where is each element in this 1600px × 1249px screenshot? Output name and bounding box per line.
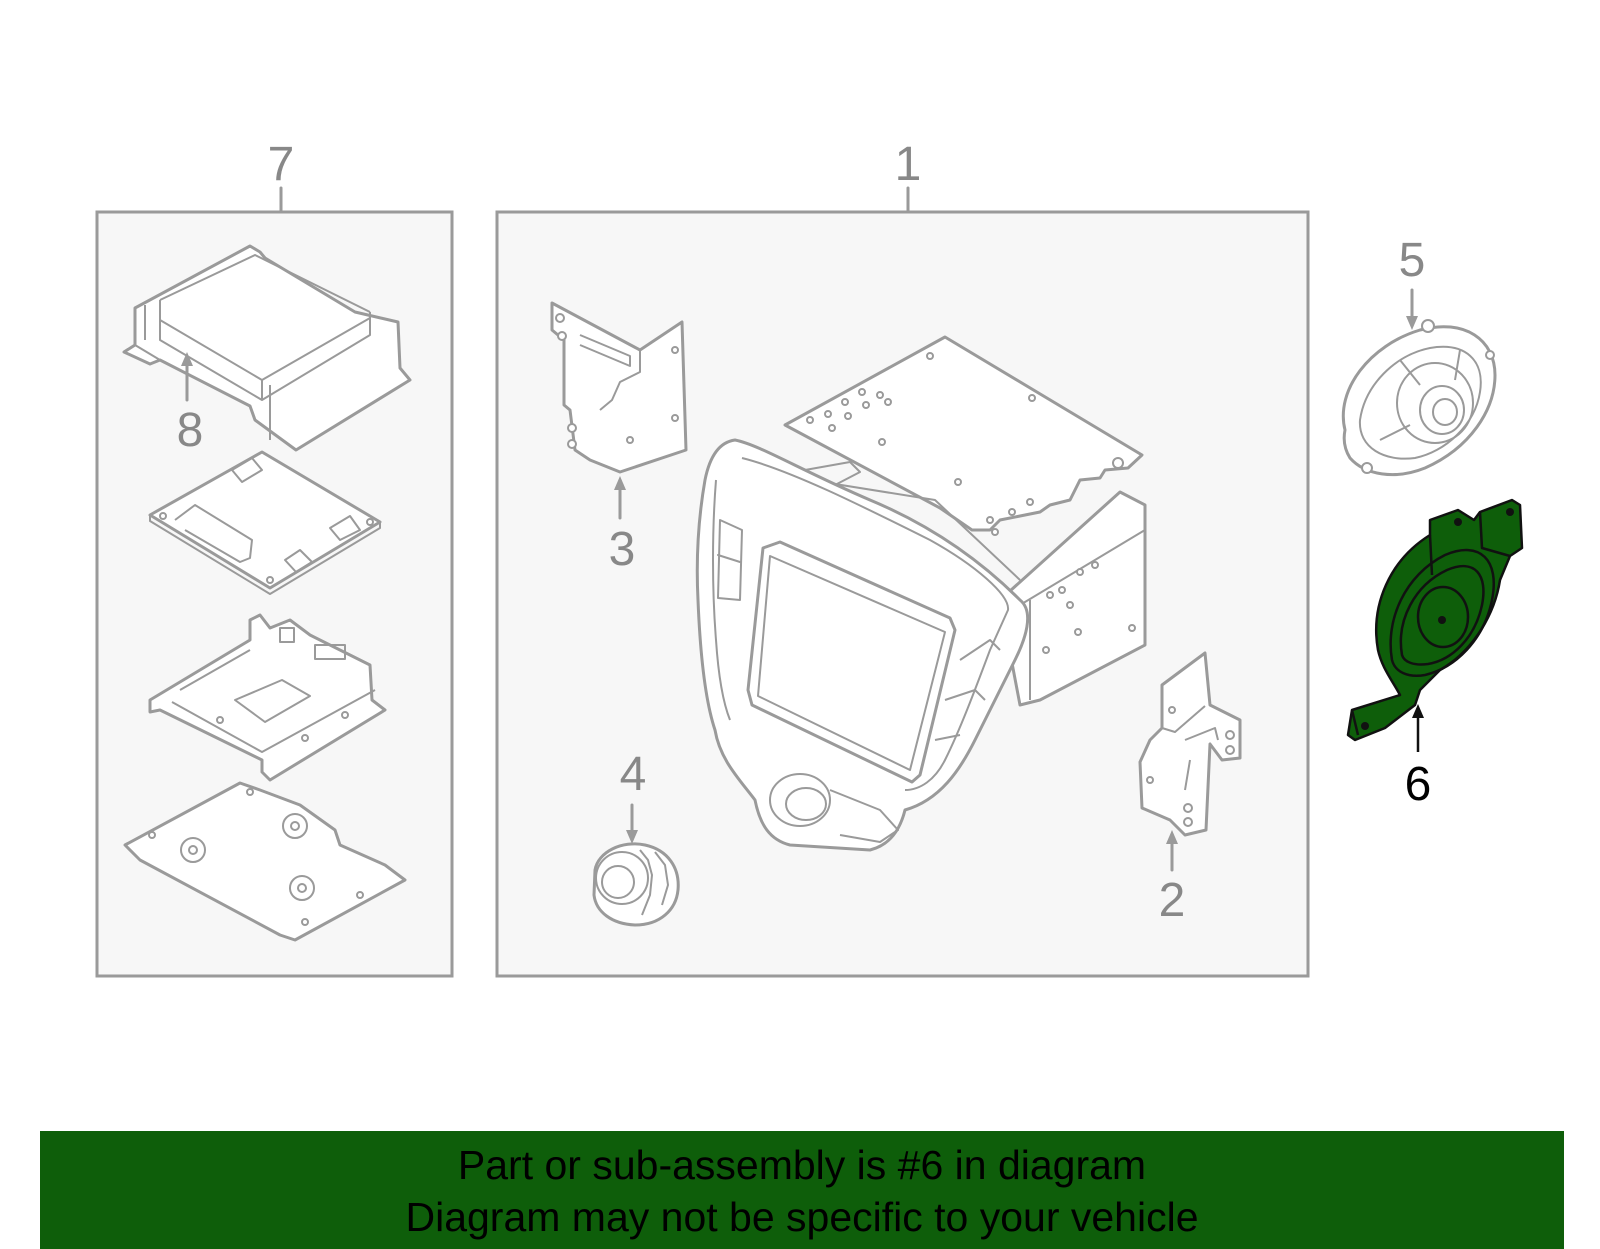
part-8-amplifier[interactable] xyxy=(122,244,412,452)
part-3-bracket[interactable] xyxy=(550,301,688,474)
part-2-bracket[interactable] xyxy=(1138,651,1242,837)
banner-line-2: Diagram may not be specific to your vehi… xyxy=(405,1194,1199,1240)
callout-6[interactable]: 6 xyxy=(1405,758,1432,811)
part-mounting-bracket[interactable] xyxy=(148,613,387,782)
callout-5[interactable]: 5 xyxy=(1399,234,1426,287)
callout-7[interactable]: 7 xyxy=(268,138,295,191)
info-banner: Part or sub-assembly is #6 in diagram Di… xyxy=(40,1131,1564,1249)
callout-1[interactable]: 1 xyxy=(895,138,922,191)
banner-line-1: Part or sub-assembly is #6 in diagram xyxy=(457,1142,1147,1188)
callout-2[interactable]: 2 xyxy=(1159,874,1186,927)
part-base-plate[interactable] xyxy=(123,781,407,942)
part-1-head-unit[interactable] xyxy=(695,335,1147,852)
callout-3[interactable]: 3 xyxy=(609,523,636,576)
callout-4[interactable]: 4 xyxy=(620,748,647,801)
part-4-tweeter[interactable] xyxy=(592,842,680,927)
part-6-speaker-bracket[interactable] xyxy=(1346,498,1524,742)
part-circuit-board[interactable] xyxy=(148,450,382,595)
part-5-speaker[interactable] xyxy=(1341,319,1497,477)
callout-8[interactable]: 8 xyxy=(177,404,204,457)
